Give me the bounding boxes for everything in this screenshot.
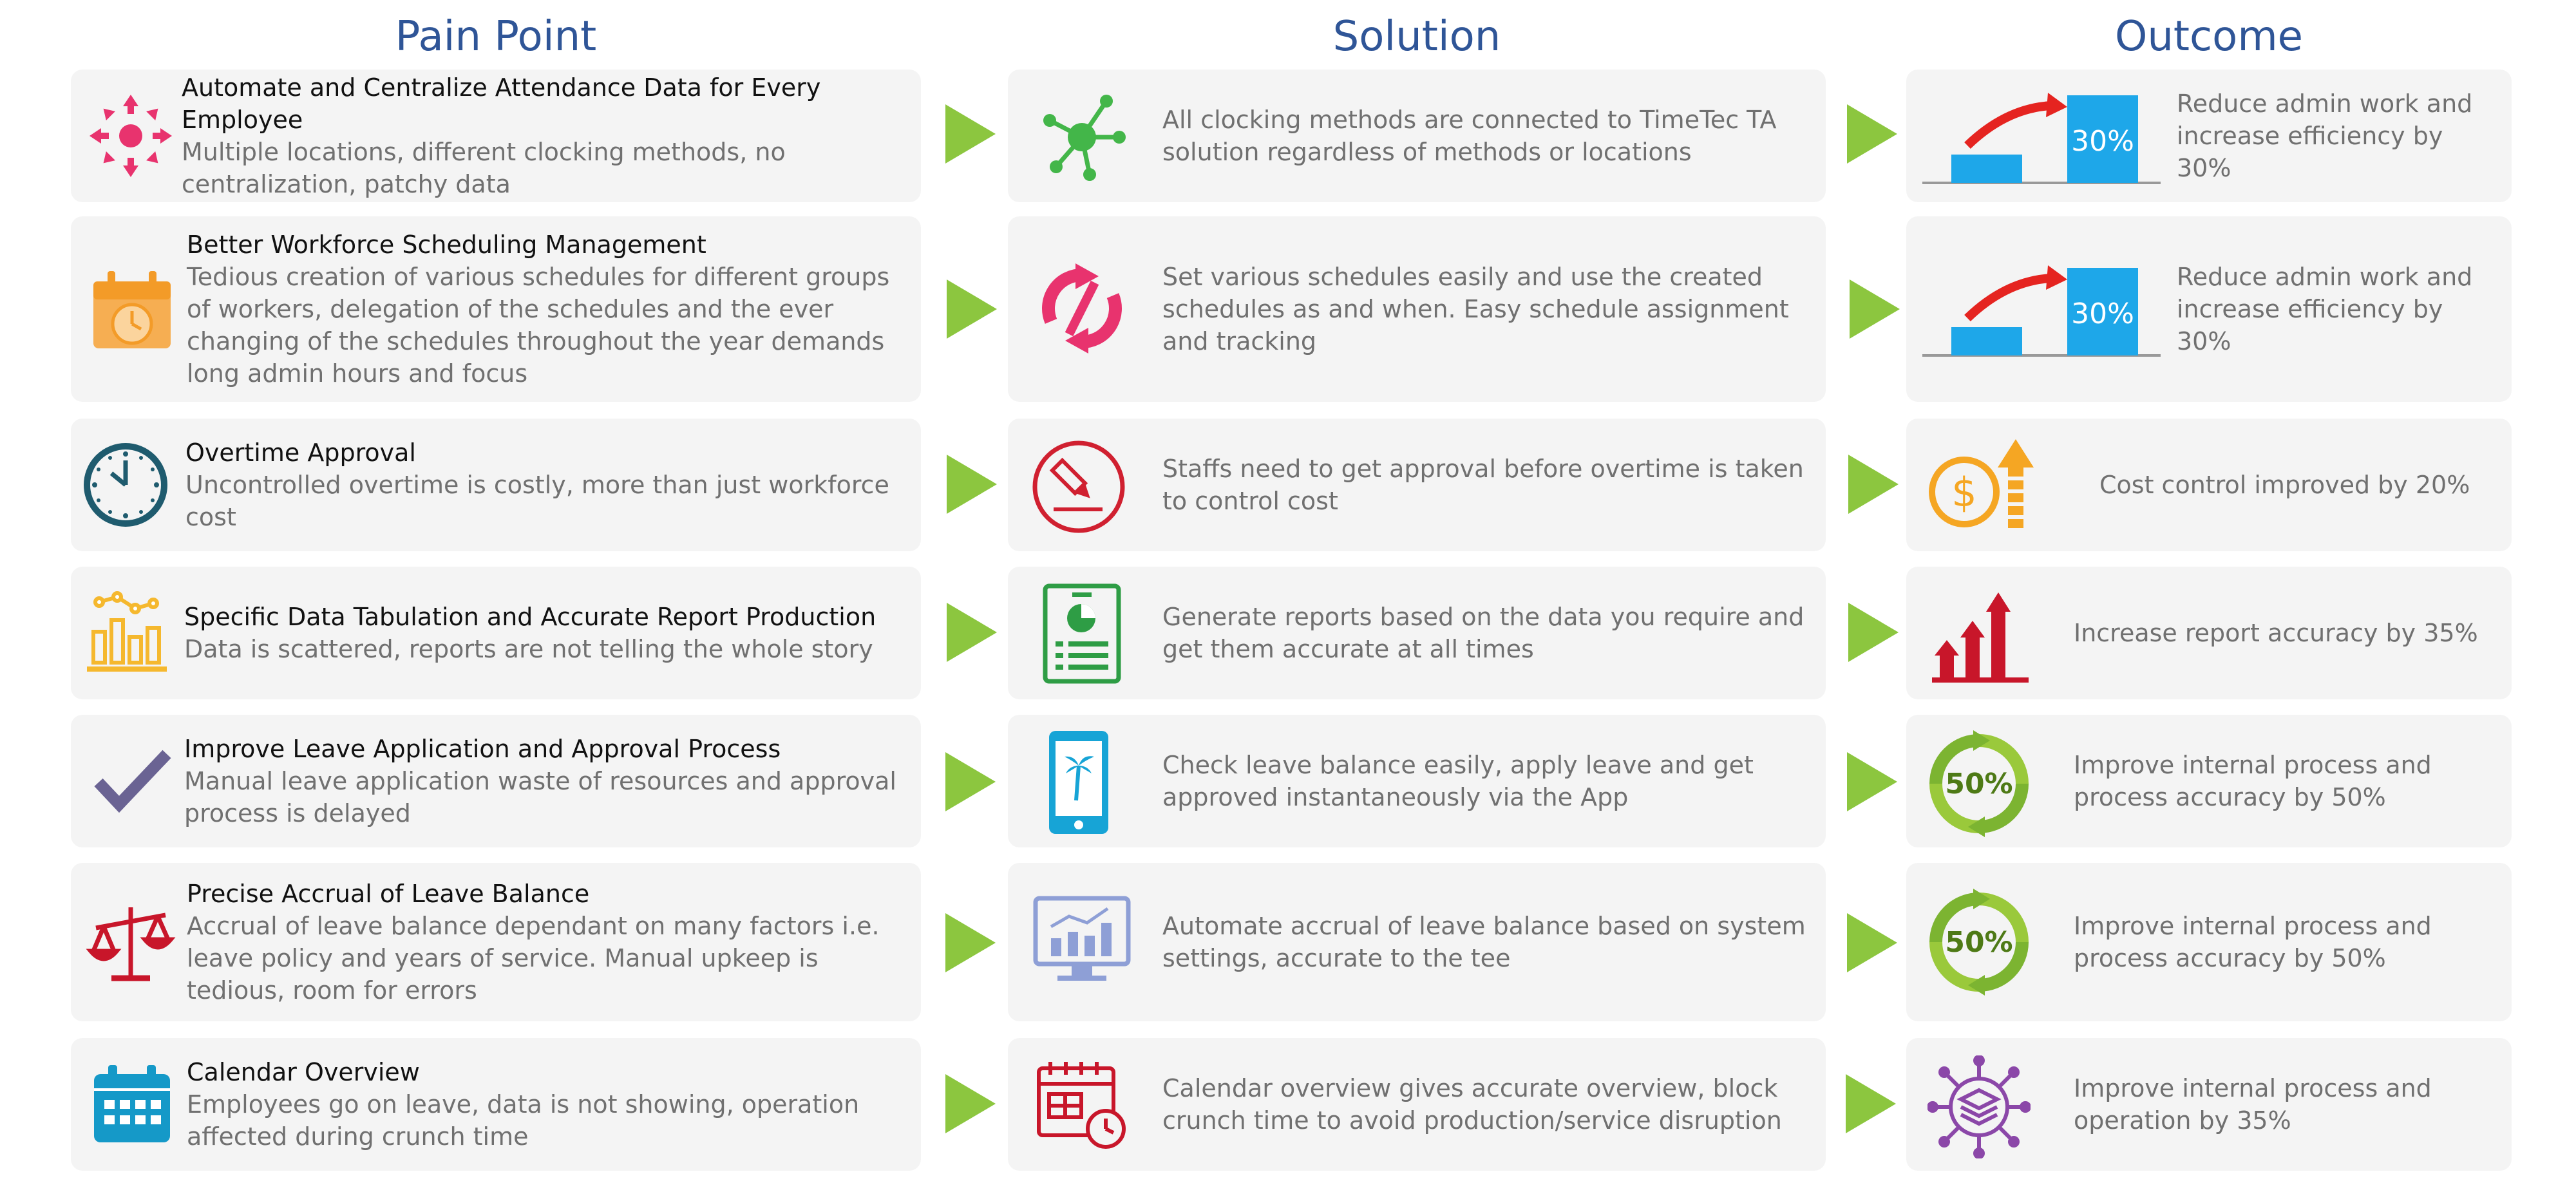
outcome-badge: 50% <box>1945 926 2012 959</box>
solution-card-2: Set various schedules easily and use the… <box>1008 216 1826 402</box>
pain-card-2: Better Workforce Scheduling Management T… <box>71 216 921 402</box>
report-document-icon <box>1034 582 1130 685</box>
solution-description: Generate reports based on the data you r… <box>1162 603 1804 663</box>
outcome-badge: 50% <box>1945 768 2012 800</box>
pain-title: Precise Accrual of Leave Balance <box>187 880 590 908</box>
pain-description: Employees go on leave, data is not showi… <box>187 1090 860 1151</box>
pain-title: Specific Data Tabulation and Accurate Re… <box>184 603 876 631</box>
pain-description: Multiple locations, different clocking m… <box>182 138 786 198</box>
pain-card-7: Calendar Overview Employees go on leave,… <box>71 1038 921 1171</box>
pain-description: Tedious creation of various schedules fo… <box>187 263 890 388</box>
outcome-card-2: 30% Reduce admin work and increase effic… <box>1906 216 2512 402</box>
centralize-arrows-icon <box>82 88 179 184</box>
monitor-chart-icon <box>1030 891 1133 988</box>
outcome-description: Cost control improved by 20% <box>2099 471 2470 499</box>
pain-description: Uncontrolled overtime is costly, more th… <box>185 471 889 531</box>
header-outcome: Outcome <box>2114 13 2304 61</box>
outcome-badge: 30% <box>2071 125 2134 158</box>
arrow-right-icon <box>947 603 997 662</box>
checkmark-icon <box>84 733 180 829</box>
pain-description: Accrual of leave balance dependant on ma… <box>187 912 880 1005</box>
calendar-clock-icon <box>84 261 180 358</box>
pain-card-1: Automate and Centralize Attendance Data … <box>71 70 921 202</box>
layers-network-icon <box>1924 1052 2034 1162</box>
pain-title: Automate and Centralize Attendance Data … <box>182 73 821 134</box>
recycle-percent-icon: 50% <box>1924 729 2034 838</box>
solution-card-4: Generate reports based on the data you r… <box>1008 567 1826 699</box>
solution-card-1: All clocking methods are connected to Ti… <box>1008 70 1826 202</box>
pain-title: Calendar Overview <box>187 1058 420 1086</box>
pain-title: Better Workforce Scheduling Management <box>187 231 706 259</box>
mobile-palm-tree-icon <box>1043 728 1114 837</box>
arrow-right-icon <box>1848 455 1899 514</box>
arrow-right-icon <box>947 455 997 514</box>
arrow-right-icon <box>1850 279 1900 339</box>
rising-bars-arrows-icon <box>1926 585 2035 688</box>
outcome-card-7: Improve internal process and operation b… <box>1906 1038 2512 1171</box>
outcome-card-1: 30% Reduce admin work and increase effic… <box>1906 70 2512 202</box>
outcome-card-6: 50% Improve internal process and process… <box>1906 863 2512 1021</box>
solution-card-5: Check leave balance easily, apply leave … <box>1008 715 1826 847</box>
arrow-right-icon <box>945 913 996 972</box>
arrow-right-icon <box>1847 913 1897 972</box>
solution-card-7: Calendar overview gives accurate overvie… <box>1008 1038 1826 1171</box>
outcome-description: Increase report accuracy by 35% <box>2074 619 2478 647</box>
pain-title: Overtime Approval <box>185 439 416 467</box>
solution-description: Automate accrual of leave balance based … <box>1162 912 1806 972</box>
outcome-card-3: $ Cost control improved by 20% <box>1906 419 2512 551</box>
outcome-card-4: Increase report accuracy by 35% <box>1906 567 2512 699</box>
arrow-right-icon <box>1847 752 1897 811</box>
pain-title: Improve Leave Application and Approval P… <box>184 735 781 763</box>
arrow-right-icon <box>1847 104 1897 164</box>
growth-bar-chart-icon: 30% <box>1922 89 2167 192</box>
svg-text:$: $ <box>1951 469 1976 516</box>
outcome-card-5: 50% Improve internal process and process… <box>1906 715 2512 847</box>
solution-card-6: Automate accrual of leave balance based … <box>1008 863 1826 1021</box>
arrow-right-icon <box>945 1074 996 1133</box>
pain-description: Data is scattered, reports are not telli… <box>184 635 873 663</box>
growth-bar-chart-icon: 30% <box>1922 261 2167 364</box>
balance-scale-icon <box>82 894 179 990</box>
outcome-description: Improve internal process and operation b… <box>2074 1074 2432 1135</box>
arrow-right-icon <box>945 104 996 164</box>
header-solution: Solution <box>1332 13 1501 61</box>
clock-icon <box>77 437 174 533</box>
header-pain-point: Pain Point <box>395 13 597 61</box>
outcome-description: Reduce admin work and increase efficienc… <box>2177 90 2473 182</box>
calendar-grid-icon <box>84 1056 180 1153</box>
dollar-up-arrow-icon: $ <box>1926 437 2035 540</box>
outcome-badge: 30% <box>2071 298 2134 330</box>
solution-description: Set various schedules easily and use the… <box>1162 263 1789 355</box>
pain-card-4: Specific Data Tabulation and Accurate Re… <box>71 567 921 699</box>
pain-card-6: Precise Accrual of Leave Balance Accrual… <box>71 863 921 1021</box>
arrow-right-icon <box>1848 603 1899 662</box>
sync-cycle-icon <box>1034 260 1130 357</box>
solution-description: All clocking methods are connected to Ti… <box>1162 106 1777 166</box>
pain-card-5: Improve Leave Application and Approval P… <box>71 715 921 847</box>
arrow-right-icon <box>947 279 997 339</box>
solution-description: Staffs need to get approval before overt… <box>1162 455 1804 515</box>
pain-card-3: Overtime Approval Uncontrolled overtime … <box>71 419 921 551</box>
signature-pen-icon <box>1027 435 1130 538</box>
outcome-description: Reduce admin work and increase efficienc… <box>2177 263 2473 355</box>
solution-description: Calendar overview gives accurate overvie… <box>1162 1074 1782 1135</box>
arrow-right-icon <box>945 752 996 811</box>
recycle-percent-icon: 50% <box>1924 887 2034 997</box>
calendar-clock-outline-icon <box>1030 1053 1133 1157</box>
outcome-description: Improve internal process and process acc… <box>2074 751 2432 811</box>
solution-card-3: Staffs need to get approval before overt… <box>1008 419 1826 551</box>
outcome-description: Improve internal process and process acc… <box>2074 912 2432 972</box>
solution-description: Check leave balance easily, apply leave … <box>1162 751 1754 811</box>
bar-line-chart-icon <box>79 583 175 680</box>
arrow-right-icon <box>1846 1074 1896 1133</box>
pain-description: Manual leave application waste of resour… <box>184 767 896 827</box>
network-nodes-icon <box>1034 89 1130 185</box>
